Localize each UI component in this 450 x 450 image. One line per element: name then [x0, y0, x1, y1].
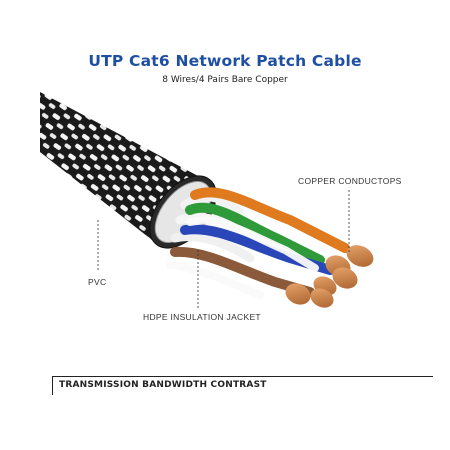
bandwidth-section-title: TRANSMISSION BANDWIDTH CONTRAST: [59, 380, 267, 390]
hdpe-label: HDPE INSULATION JACKET: [143, 312, 261, 322]
bandwidth-section-bar: TRANSMISSION BANDWIDTH CONTRAST: [52, 376, 433, 395]
page-title: UTP Cat6 Network Patch Cable: [88, 52, 362, 70]
green-wire: [185, 202, 325, 265]
copper-conductor-tips: [285, 245, 374, 308]
brown-wire: [170, 246, 315, 297]
pvc-label: PVC: [88, 277, 107, 287]
page-subtitle: 8 Wires/4 Pairs Bare Copper: [162, 75, 288, 85]
copper-label: COPPER CONDUCTOPS: [298, 176, 402, 186]
blue-wire: [180, 224, 335, 275]
orange-wire: [190, 187, 350, 253]
